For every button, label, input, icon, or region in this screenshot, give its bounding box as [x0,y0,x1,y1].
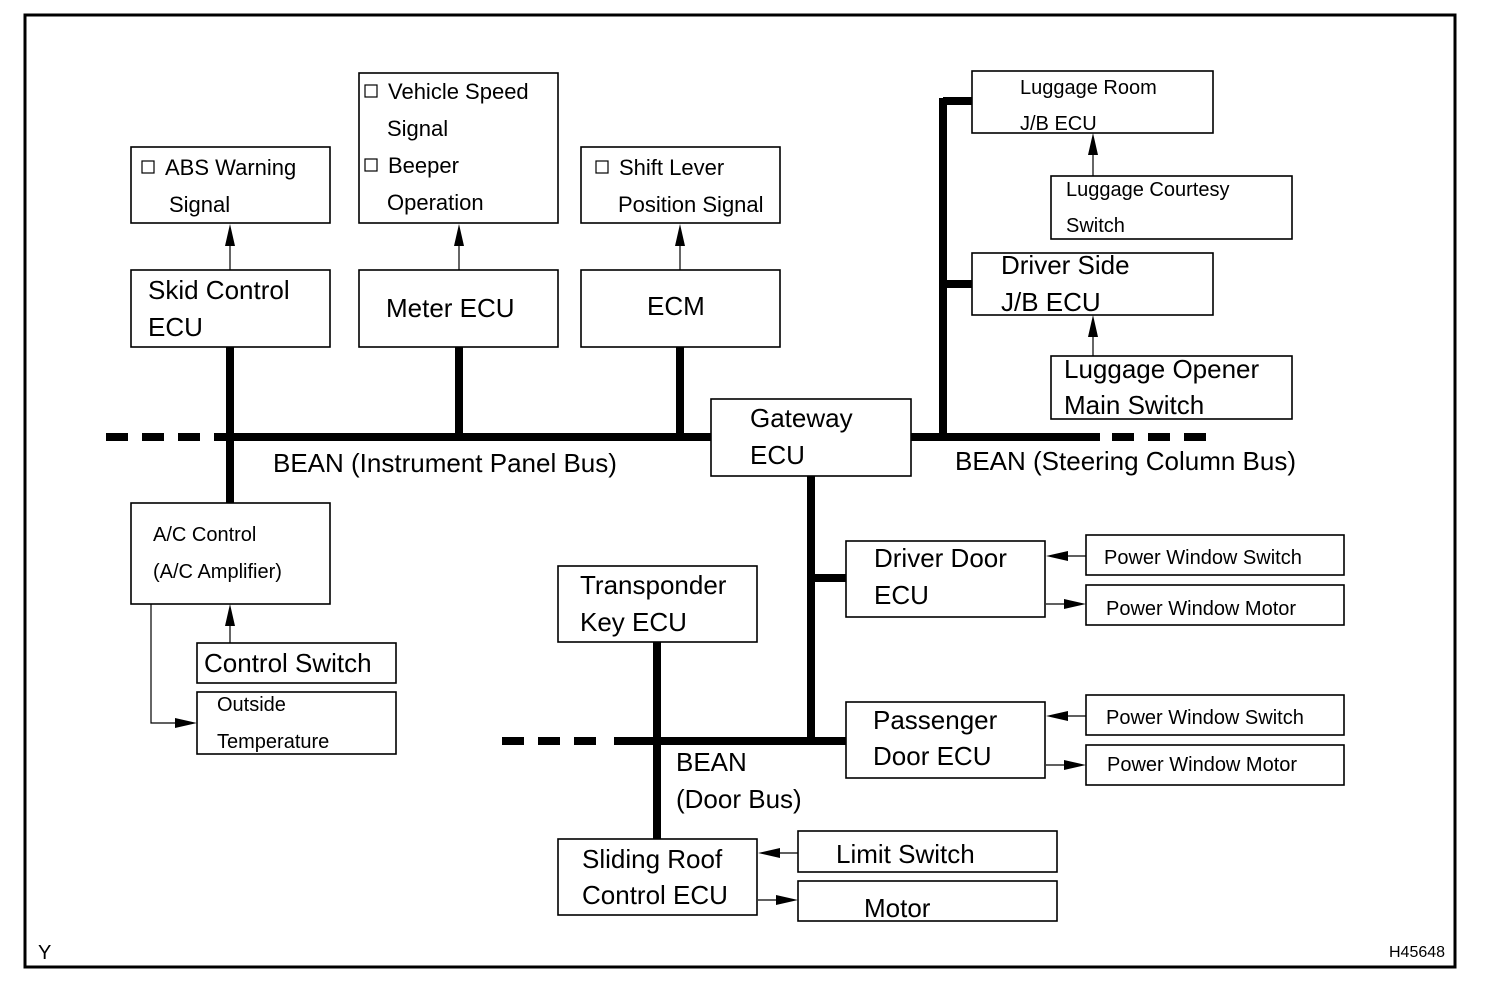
passenger-power-window-motor-box: Power Window Motor [1085,744,1345,786]
limit-switch-text: Limit Switch [836,839,975,869]
skid-control-ecu-box: Skid Control ECU [130,269,331,348]
arrow-from-driver-pw-switch [1046,551,1068,561]
arrow-from-passenger-pw-switch [1046,711,1068,721]
sliding-roof-motor-box: Motor [797,880,1058,923]
luggage-courtesy-text-1: Luggage Courtesy [1066,179,1229,201]
steering-column-bus-label: BEAN (Steering Column Bus) [955,446,1296,476]
driver-power-window-switch-box: Power Window Switch [1085,534,1345,576]
sliding-roof-motor-text: Motor [864,893,931,923]
checkbox-icon [595,160,609,174]
arrow-to-passenger-pw-motor [1064,760,1086,770]
shift-signal-text-1: Shift Lever [619,155,724,180]
passenger-door-ecu-box: Passenger Door ECU [845,701,1046,779]
gateway-ecu-box: Gateway ECU [710,398,912,477]
abs-signal-text-1: ABS Warning [165,155,296,180]
arrow-from-limit-switch [758,848,780,858]
luggage-courtesy-text-2: Switch [1066,215,1125,237]
ecm-text: ECM [647,291,705,321]
luggage-room-text-2: J/B ECU [1020,113,1097,135]
arrow-to-meter-signals [454,224,464,246]
luggage-opener-text-1: Luggage Opener [1064,354,1260,384]
outside-temp-text-1: Outside [217,694,286,716]
meter-ecu-text: Meter ECU [386,293,515,323]
driver-side-jb-ecu-box: Driver Side J/B ECU [971,250,1214,317]
vehicle-speed-text-2: Signal [387,116,448,141]
luggage-room-text-1: Luggage Room [1020,77,1157,99]
figure-code-label: H45648 [1389,944,1445,961]
arrow-to-luggage-room [1088,133,1098,155]
transponder-key-ecu-box: Transponder Key ECU [557,565,758,643]
meter-ecu-box: Meter ECU [358,269,559,348]
vehicle-speed-text-1: Vehicle Speed [388,79,529,104]
passenger-power-window-switch-box: Power Window Switch [1085,694,1345,736]
diagram-frame [23,13,1457,969]
control-switch-text: Control Switch [204,648,372,678]
arrow-to-abs-signal [225,224,235,246]
outside-temperature-box: Outside Temperature [196,691,397,755]
outside-temp-text-2: Temperature [217,731,329,753]
door-bus-label-1: BEAN [676,747,747,777]
checkbox-icon [364,158,378,172]
driver-door-ecu-box: Driver Door ECU [845,540,1046,618]
arrow-to-driver-side-jb [1088,315,1098,337]
gateway-text-2: ECU [750,440,805,470]
luggage-opener-main-switch-box: Luggage Opener Main Switch [1050,354,1293,420]
driver-pw-switch-text: Power Window Switch [1104,547,1302,569]
driver-side-jb-text-2: J/B ECU [1001,287,1101,317]
ac-to-outside-temp-connector [150,604,184,724]
driver-side-jb-text-1: Driver Side [1001,250,1130,280]
beeper-text-2: Operation [387,190,484,215]
luggage-opener-text-2: Main Switch [1064,390,1204,420]
luggage-courtesy-switch-box: Luggage Courtesy Switch [1050,175,1293,240]
checkbox-icon [141,160,155,174]
shift-signal-text-2: Position Signal [618,192,764,217]
door-bus-label-2: (Door Bus) [676,784,802,814]
ac-control-text-1: A/C Control [153,524,256,546]
driver-power-window-motor-box: Power Window Motor [1085,584,1345,626]
sliding-roof-text-2: Control ECU [582,880,728,910]
meter-signals-box: Vehicle Speed Signal Beeper Operation [358,72,559,224]
skid-control-text-2: ECU [148,312,203,342]
ac-control-text-2: (A/C Amplifier) [153,561,282,583]
arrow-to-sliding-roof-motor [776,895,798,905]
skid-control-text-1: Skid Control [148,275,290,305]
ac-control-box: A/C Control (A/C Amplifier) [130,502,331,605]
limit-switch-box: Limit Switch [797,830,1058,873]
beeper-text-1: Beeper [388,153,459,178]
instrument-panel-bus-label: BEAN (Instrument Panel Bus) [273,448,617,478]
arrow-to-shift-signal [675,224,685,246]
control-switch-box: Control Switch [196,642,397,684]
arrow-to-ac-control [225,604,235,626]
passenger-door-text-2: Door ECU [873,741,991,771]
corner-label-left: Y [38,942,51,964]
luggage-room-jb-ecu-box: Luggage Room J/B ECU [971,70,1214,135]
passenger-pw-motor-text: Power Window Motor [1107,754,1297,776]
arrow-to-driver-pw-motor [1064,599,1086,609]
passenger-door-text-1: Passenger [873,705,998,735]
transponder-text-2: Key ECU [580,607,687,637]
sliding-roof-control-ecu-box: Sliding Roof Control ECU [557,838,758,916]
passenger-pw-switch-text: Power Window Switch [1106,707,1304,729]
gateway-text-1: Gateway [750,403,853,433]
sliding-roof-text-1: Sliding Roof [582,844,723,874]
abs-signal-text-2: Signal [169,192,230,217]
ecm-box: ECM [580,269,781,348]
abs-warning-signal-box: ABS Warning Signal [130,146,331,224]
shift-lever-signal-box: Shift Lever Position Signal [580,146,781,224]
transponder-text-1: Transponder [580,570,727,600]
checkbox-icon [364,84,378,98]
driver-door-text-1: Driver Door [874,543,1007,573]
driver-pw-motor-text: Power Window Motor [1106,598,1296,620]
driver-door-text-2: ECU [874,580,929,610]
arrow-to-outside-temp [175,718,197,728]
